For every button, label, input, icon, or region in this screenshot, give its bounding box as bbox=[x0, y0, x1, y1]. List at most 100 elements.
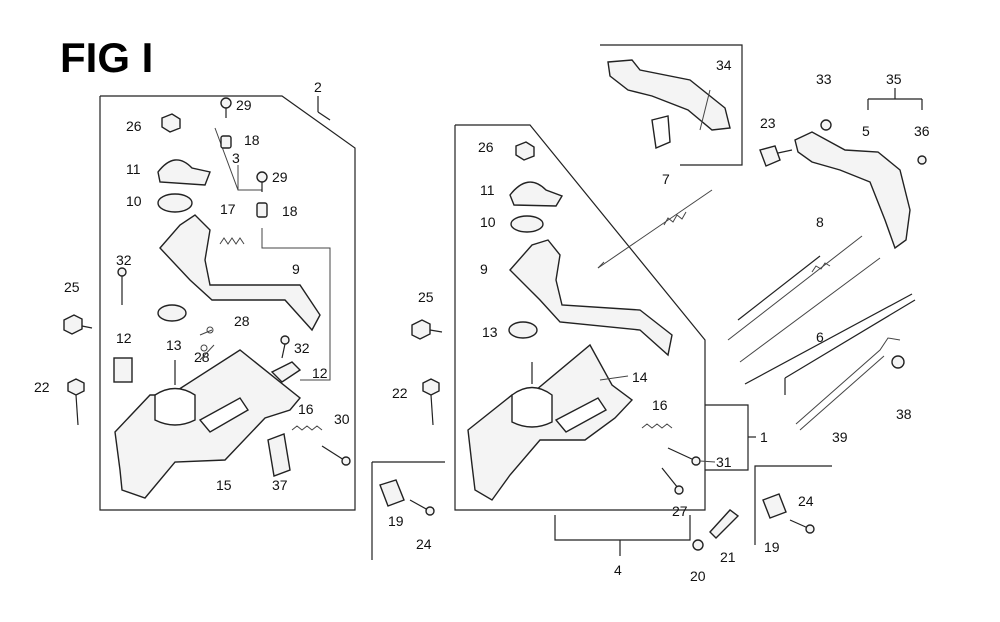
label-11a: 11 bbox=[126, 161, 141, 177]
bolt-29-right-left bbox=[256, 171, 268, 183]
clip-18-right-left bbox=[256, 202, 268, 218]
label-18b: 18 bbox=[282, 203, 298, 219]
label-8: 8 bbox=[816, 214, 824, 230]
sub-group-35 bbox=[759, 88, 927, 250]
bolt-22-right bbox=[422, 378, 440, 396]
label-37: 37 bbox=[272, 477, 288, 493]
label-24a: 24 bbox=[416, 536, 432, 552]
mount-right bbox=[511, 386, 553, 428]
knob-21 bbox=[709, 509, 740, 539]
cap-11-left bbox=[157, 159, 211, 186]
bolt-22-left bbox=[67, 378, 85, 396]
label-24b: 24 bbox=[798, 493, 814, 509]
spring-16-left bbox=[291, 425, 323, 431]
label-6: 6 bbox=[816, 329, 824, 345]
figure-title: FIG I bbox=[60, 34, 153, 81]
label-30: 30 bbox=[334, 411, 350, 427]
lever-34 bbox=[607, 59, 731, 131]
label-12a: 12 bbox=[116, 330, 132, 346]
rod-7 bbox=[597, 189, 713, 269]
label-7: 7 bbox=[662, 171, 670, 187]
label-5: 5 bbox=[862, 123, 870, 139]
label-12b: 12 bbox=[312, 365, 328, 381]
label-25a: 25 bbox=[64, 279, 80, 295]
bolt-24-left bbox=[425, 506, 435, 516]
label-32a: 32 bbox=[116, 252, 132, 268]
knob-20-21 bbox=[692, 509, 740, 551]
right-assembly-frame bbox=[454, 124, 756, 556]
label-15: 15 bbox=[216, 477, 232, 493]
label-19b: 19 bbox=[764, 539, 780, 555]
label-10b: 10 bbox=[480, 214, 496, 230]
cap-11-right bbox=[509, 181, 564, 207]
spring-17 bbox=[219, 237, 245, 245]
bolt-29-top-left bbox=[220, 97, 232, 109]
label-13b: 13 bbox=[482, 324, 498, 340]
label-26a: 26 bbox=[126, 118, 142, 134]
clip-18-top-left bbox=[220, 135, 232, 149]
label-1: 1 bbox=[760, 429, 768, 445]
clip-38 bbox=[891, 355, 905, 369]
label-34: 34 bbox=[716, 57, 732, 73]
bolt-27 bbox=[674, 485, 684, 495]
bolt-30 bbox=[341, 456, 351, 466]
clip-12-left-a bbox=[113, 357, 133, 383]
bolt-25-right bbox=[411, 319, 431, 340]
left-assembly-parts bbox=[63, 97, 351, 499]
label-38: 38 bbox=[896, 406, 912, 422]
bolt-23 bbox=[759, 145, 781, 167]
sleeve-19-left bbox=[379, 479, 405, 507]
lever-9-right bbox=[509, 239, 673, 357]
lever-5 bbox=[794, 131, 911, 250]
rods-8-6 bbox=[727, 235, 913, 385]
bolt-31 bbox=[691, 456, 701, 466]
label-14: 14 bbox=[632, 369, 648, 385]
spring-16-right bbox=[641, 423, 673, 429]
label-3: 3 bbox=[232, 150, 240, 166]
label-23: 23 bbox=[760, 115, 776, 131]
label-33: 33 bbox=[816, 71, 832, 87]
label-27: 27 bbox=[672, 503, 688, 519]
label-26b: 26 bbox=[478, 139, 494, 155]
label-35: 35 bbox=[886, 71, 902, 87]
label-16a: 16 bbox=[298, 401, 314, 417]
mount-left bbox=[154, 387, 196, 426]
washer-13-right bbox=[508, 321, 538, 339]
label-16b: 16 bbox=[652, 397, 668, 413]
bolt-24-right bbox=[805, 524, 815, 534]
label-21: 21 bbox=[720, 549, 736, 565]
label-19a: 19 bbox=[388, 513, 404, 529]
label-17: 17 bbox=[220, 201, 236, 217]
label-36: 36 bbox=[914, 123, 930, 139]
label-9b: 9 bbox=[480, 261, 488, 277]
label-39: 39 bbox=[832, 429, 848, 445]
label-29b: 29 bbox=[272, 169, 288, 185]
label-2: 2 bbox=[314, 79, 322, 95]
part-labels: 2 29 26 18 3 11 29 10 17 18 32 9 25 28 1… bbox=[34, 57, 930, 584]
lever-9-left bbox=[159, 214, 321, 332]
sub-group-34 bbox=[600, 44, 743, 166]
sleeve-19-right bbox=[762, 493, 787, 519]
sleeve-37 bbox=[267, 433, 291, 477]
sub-group-19-24-left bbox=[371, 461, 445, 560]
label-4: 4 bbox=[614, 562, 622, 578]
label-18a: 18 bbox=[244, 132, 260, 148]
label-22a: 22 bbox=[34, 379, 50, 395]
washer-10-left bbox=[157, 193, 193, 213]
right-assembly-parts bbox=[411, 141, 716, 501]
label-28a: 28 bbox=[234, 313, 250, 329]
label-9a: 9 bbox=[292, 261, 300, 277]
nut-26-right bbox=[515, 141, 535, 161]
clip-12-left-b bbox=[270, 361, 302, 383]
clip-20 bbox=[692, 539, 704, 551]
label-22b: 22 bbox=[392, 385, 408, 401]
label-25b: 25 bbox=[418, 289, 434, 305]
label-29a: 29 bbox=[236, 97, 252, 113]
sub-group-39 bbox=[784, 299, 916, 431]
washer-10-right bbox=[510, 215, 544, 233]
label-13a: 13 bbox=[166, 337, 182, 353]
nut-36 bbox=[917, 155, 927, 165]
label-10a: 10 bbox=[126, 193, 142, 209]
